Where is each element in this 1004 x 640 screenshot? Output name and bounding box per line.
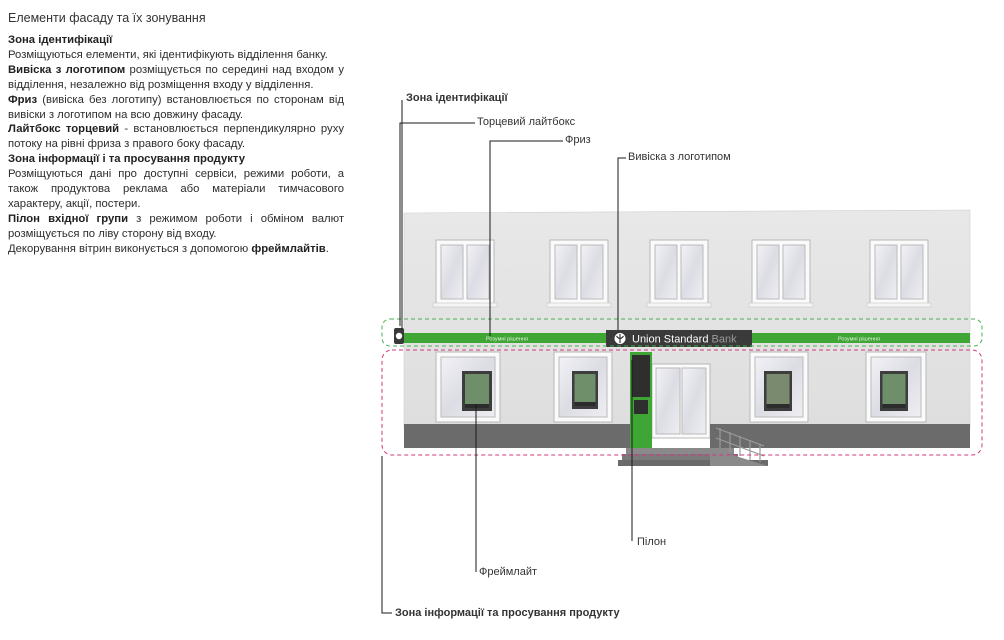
frieze-term: Фриз bbox=[8, 93, 38, 106]
lightbox-paragraph: Лайтбокс торцевий - встановлюється перпе… bbox=[8, 122, 344, 152]
description-text: Зона ідентифікації Розміщуються елементи… bbox=[8, 33, 344, 257]
info-zone-text: Розміщуються дані про доступні сервіси, … bbox=[8, 168, 344, 210]
id-zone-heading: Зона ідентифікації bbox=[8, 34, 113, 46]
pylon-paragraph: Пілон вхідної групи з режимом роботи і о… bbox=[8, 212, 344, 242]
callout-end-lightbox: Торцевий лайтбокс bbox=[477, 116, 576, 128]
entrance-door bbox=[651, 363, 711, 439]
id-zone-outline bbox=[381, 318, 983, 347]
pylon-text: з режимом роботи і обміном валют розміщу… bbox=[8, 212, 345, 240]
frieze-left bbox=[404, 333, 606, 343]
info-zone-heading: Зона інформації і та просування продукту bbox=[8, 153, 246, 166]
callout-framelight: Фреймлайт bbox=[479, 566, 538, 578]
frieze-paragraph: Фриз (вивіска без логотипу) встановлюєть… bbox=[8, 93, 344, 123]
frieze-text: (вивіска без логотипу) встановлюється по… bbox=[8, 93, 344, 121]
decor-text: Декорування вітрин виконується з допомог… bbox=[8, 242, 252, 255]
upper-windows bbox=[432, 239, 932, 308]
callout-frieze: Фриз bbox=[565, 134, 591, 146]
sign-paragraph: Вивіска з логотипом розміщується по сере… bbox=[8, 63, 344, 93]
ramp-railing bbox=[710, 427, 768, 466]
sign-text: розміщується по середині над входом у ві… bbox=[8, 63, 344, 91]
callout-id-zone: Зона ідентифікації bbox=[406, 92, 508, 104]
sign-term: Вивіска з логотипом bbox=[8, 63, 126, 76]
plinth-left bbox=[404, 424, 630, 448]
id-zone-text: Розміщуються елементи, які ідентифікують… bbox=[8, 48, 328, 61]
lightbox-term: Лайтбокс торцевий bbox=[8, 123, 120, 136]
lightbox-text: - встановлюється перпендикулярно руху по… bbox=[8, 123, 344, 151]
decor-paragraph: Декорування вітрин виконується з допомог… bbox=[8, 242, 344, 257]
end-lightbox bbox=[394, 328, 404, 344]
logo-sign: Union Standard Bank bbox=[606, 330, 752, 347]
callout-logo-sign: Вивіска з логотипом bbox=[628, 151, 731, 163]
decor-end: . bbox=[325, 242, 329, 255]
frieze-right-text: Розумні рішення bbox=[838, 337, 880, 343]
callout-info-zone: Зона інформації та просування продукту bbox=[395, 607, 620, 619]
callout-pylon: Пілон bbox=[637, 536, 667, 548]
callout-lines bbox=[381, 100, 633, 614]
info-zone-outline bbox=[381, 349, 983, 456]
pylon-term: Пілон вхідної групи bbox=[8, 212, 129, 225]
entrance-steps bbox=[618, 448, 768, 466]
sign-text: Union Standard Bank bbox=[632, 334, 737, 346]
plinth-right bbox=[710, 424, 970, 448]
display-windows bbox=[435, 351, 927, 423]
decor-term: фреймлайтів bbox=[251, 242, 326, 255]
page-title: Елементи фасаду та їх зонування bbox=[8, 11, 206, 25]
pylon bbox=[630, 352, 652, 448]
frieze-right bbox=[752, 333, 970, 343]
frieze-left-text: Розумні рішення bbox=[486, 337, 528, 343]
